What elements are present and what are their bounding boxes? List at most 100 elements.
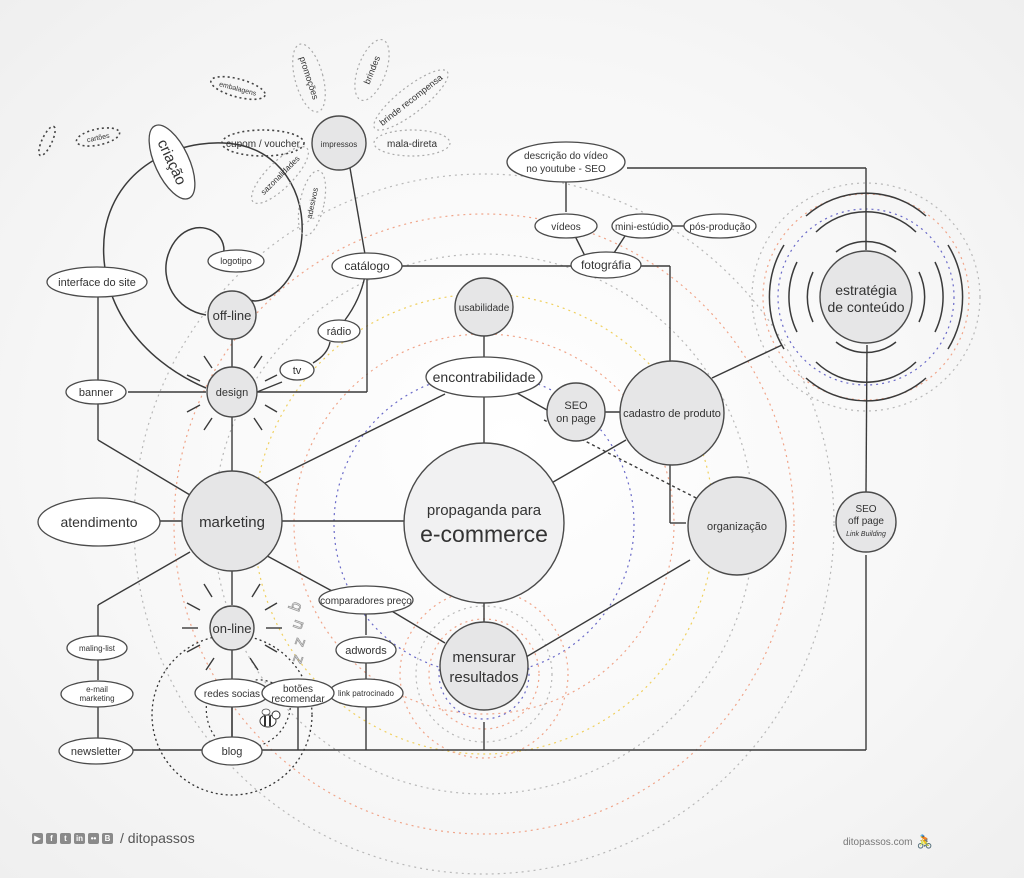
node-descricao-line1: descrição do vídeo <box>524 151 608 162</box>
node-encontrabilidade[interactable] <box>425 356 543 398</box>
node-seo-on-page-line2: on page <box>556 413 596 425</box>
node-usabilidade-label: usabilidade <box>459 303 510 314</box>
node-seo-off-page[interactable] <box>835 491 897 553</box>
petal-cartoes-label: cartões <box>86 133 110 145</box>
node-organizacao[interactable] <box>687 476 787 576</box>
petal-brindes-label: brindes <box>362 54 383 86</box>
petal-blank <box>38 125 56 157</box>
node-email-marketing-line2: marketing <box>79 694 114 703</box>
node-seo-off-page-line1: SEO <box>855 504 876 515</box>
node-radio-label: rádio <box>327 326 351 338</box>
petal-adesivos[interactable] <box>293 168 330 238</box>
node-banner-label: banner <box>79 387 114 399</box>
node-fotografia-label: fotográfia <box>581 258 631 272</box>
node-blog[interactable] <box>201 736 263 766</box>
node-fotografia[interactable] <box>570 251 642 279</box>
node-center[interactable] <box>403 442 565 604</box>
node-mensurar[interactable] <box>439 621 529 711</box>
node-botoes[interactable] <box>261 678 335 708</box>
ring <box>762 193 970 401</box>
node-marketing-label: marketing <box>199 514 265 531</box>
social-handle[interactable]: / ditopassos <box>120 830 195 846</box>
bee-icon <box>259 708 281 728</box>
node-maling-list-label: maling-list <box>79 644 116 653</box>
site-credit: ditopassos.com 🚴 <box>843 834 933 850</box>
node-design[interactable] <box>206 366 258 418</box>
petal-mala-direta[interactable] <box>373 129 451 157</box>
node-interface[interactable] <box>46 266 148 298</box>
node-radio[interactable] <box>317 319 361 343</box>
node-mini-estudio[interactable] <box>611 213 673 239</box>
node-mensurar-line1: mensurar <box>452 649 515 666</box>
node-botoes-line2: recomendar <box>271 694 325 705</box>
petal-embalagens[interactable] <box>209 72 268 104</box>
flickr-icon[interactable]: •• <box>88 832 99 844</box>
criacao-spiral <box>102 142 303 389</box>
petal-brindes[interactable] <box>348 35 396 105</box>
node-atendimento[interactable] <box>37 497 161 547</box>
cyclist-icon: 🚴 <box>916 834 933 849</box>
node-offline[interactable] <box>207 290 257 340</box>
node-online-label: on-line <box>212 621 251 636</box>
design-rays <box>186 355 278 431</box>
buzz-letter: b <box>286 599 305 613</box>
petal-embalagens-label: embalagens <box>218 81 257 98</box>
petal-cartoes[interactable] <box>75 125 121 150</box>
node-descricao-line2: no youtube - SEO <box>526 164 606 175</box>
node-pos-producao-label: pós-produção <box>689 222 751 233</box>
petal-promocoes[interactable] <box>286 41 331 116</box>
node-pos-producao[interactable] <box>683 213 757 239</box>
node-tv-label: tv <box>293 365 302 377</box>
node-design-label: design <box>216 387 248 399</box>
buzz-letter: u <box>288 618 307 632</box>
node-mini-estudio-label: mini-estúdio <box>615 222 669 233</box>
node-comparadores[interactable] <box>318 585 414 615</box>
node-usabilidade[interactable] <box>454 277 514 337</box>
node-impressos[interactable] <box>311 115 367 171</box>
blog-orbit-inner <box>205 679 291 749</box>
node-seo-on-page-line1: SEO <box>564 400 588 412</box>
linkedin-icon[interactable]: in <box>74 832 85 844</box>
node-logotipo[interactable] <box>207 249 265 273</box>
petal-sazonalidades[interactable] <box>244 139 316 211</box>
node-maling-list[interactable] <box>66 635 128 661</box>
node-adwords[interactable] <box>335 636 397 664</box>
node-tv[interactable] <box>279 359 315 381</box>
twitter-icon[interactable]: t <box>60 832 71 844</box>
node-organizacao-label: organização <box>707 521 767 533</box>
node-online[interactable] <box>209 605 255 651</box>
petal-brinde-recompensa-label: brinde recompensa <box>378 72 445 127</box>
node-impressos-label: impressos <box>321 140 357 149</box>
node-adwords-label: adwords <box>345 645 387 657</box>
node-videos[interactable] <box>534 213 598 239</box>
buzz-letter: z <box>290 635 309 648</box>
node-email-marketing[interactable] <box>60 680 134 708</box>
node-seo-on-page[interactable] <box>546 382 606 442</box>
node-newsletter[interactable] <box>58 737 134 765</box>
node-marketing[interactable] <box>181 470 283 572</box>
node-descricao[interactable] <box>506 141 626 183</box>
petal-mala-direta-label: mala-direta <box>387 139 437 150</box>
youtube-icon[interactable]: ▶ <box>32 832 43 844</box>
estrategia-arcs <box>768 192 964 402</box>
node-criacao[interactable] <box>140 119 205 206</box>
site-link[interactable]: ditopassos.com <box>843 836 913 848</box>
node-blog-label: blog <box>222 746 243 758</box>
petal-brinde-recompensa[interactable] <box>367 61 456 138</box>
node-estrategia[interactable] <box>819 250 913 344</box>
circle-nodes: off-line design marketing on-line usabil… <box>181 250 913 711</box>
node-cadastro[interactable] <box>619 360 725 466</box>
ring <box>751 182 981 412</box>
node-banner[interactable] <box>65 379 127 405</box>
blogger-icon[interactable]: B <box>102 832 113 844</box>
petal-cupom[interactable] <box>221 129 305 157</box>
node-newsletter-label: newsletter <box>71 746 121 758</box>
node-link-patrocinado-label: link patrocinado <box>338 689 395 698</box>
node-catalogo[interactable] <box>331 252 403 280</box>
node-logotipo-label: logotipo <box>220 256 252 266</box>
petal-adesivos-label: adesivos <box>305 187 320 220</box>
node-botoes-line1: botões <box>283 684 313 695</box>
center-line2: e-commerce <box>420 521 548 547</box>
facebook-icon[interactable]: f <box>46 832 57 844</box>
